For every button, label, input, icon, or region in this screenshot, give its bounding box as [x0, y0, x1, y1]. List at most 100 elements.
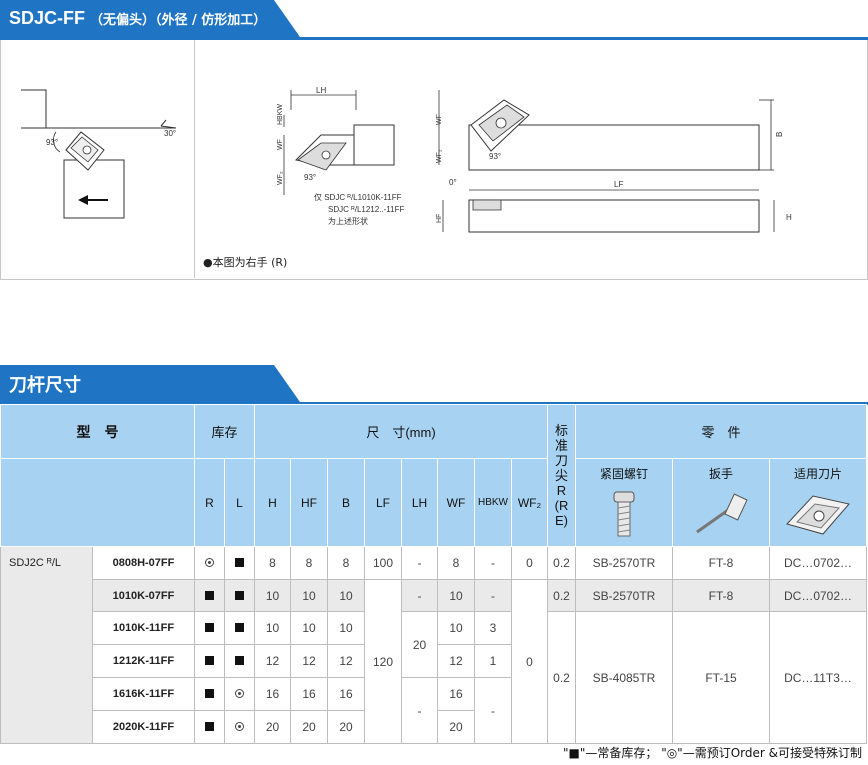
stock-square-icon	[235, 590, 244, 600]
wrench-merged: FT-15	[672, 611, 770, 744]
right-hand-note: ●本图为右手 (R)	[203, 256, 288, 269]
stock-square-icon	[205, 722, 214, 731]
re-1: 0.2	[547, 579, 576, 612]
sub-header-lf: LF	[364, 458, 402, 547]
sub-header-hf: HF	[290, 458, 328, 547]
hf-4: 16	[290, 677, 328, 711]
stock-square-icon	[205, 656, 214, 665]
model-0808h: 0808H-07FF	[92, 546, 195, 580]
hf-3: 12	[290, 644, 328, 678]
sub-header-b: B	[327, 458, 365, 547]
diagram-panel: 93° 30° LH HBKW WF WF₂ 93° 仅 SDJC ᴿ/L101…	[0, 40, 868, 280]
series-title: SDJC-FF	[9, 8, 85, 28]
insert-0: DC…0702…	[769, 546, 867, 580]
stock-l-0	[224, 546, 255, 580]
screw-header-cell: 紧固螺钉	[575, 458, 673, 547]
wrench-1: FT-8	[672, 579, 770, 612]
wrench-icon	[696, 493, 748, 534]
wf-label-right: WF	[436, 114, 443, 125]
caption-line-1: 仅 SDJC ᴿ/L1010K-11FF	[314, 192, 402, 202]
re-merged: 0.2	[547, 611, 576, 744]
hbkw-label: HBKW	[277, 104, 284, 125]
model-1010k-07: 1010K-07FF	[92, 579, 195, 612]
stock-legend-footer: "■"—常备库存； "◎"—需预订Order &可接受特殊订制	[563, 746, 862, 760]
section-rule-2	[0, 402, 868, 405]
h-label: H	[786, 213, 792, 222]
stock-l-5	[224, 710, 255, 744]
hf-0: 8	[290, 546, 328, 580]
lf-merged: 120	[364, 579, 402, 744]
order-circle-icon	[205, 558, 214, 567]
screw-1: SB-2570TR	[575, 579, 673, 612]
screw-icon	[613, 491, 635, 537]
lh-label: LH	[316, 86, 326, 95]
stock-header: 库存	[194, 404, 255, 459]
stock-r-0	[194, 546, 225, 580]
stock-square-icon	[235, 623, 244, 632]
dimensions-table: 型 号 库存 尺 寸(mm) 标准刀尖R(RE) 零 件 R L H HF B …	[0, 404, 867, 744]
screw-header: 紧固螺钉	[599, 467, 648, 481]
hf-label: HF	[436, 214, 443, 223]
b-3: 12	[327, 644, 365, 678]
panel-divider	[194, 40, 195, 278]
hf-5: 20	[290, 710, 328, 744]
toolholder-full-diagram: B WF WF₂ 93° LF 0° H HF	[436, 90, 792, 233]
angle-0-label: 0°	[449, 178, 457, 187]
wf2-merged: 0	[511, 579, 548, 744]
lf-0: 100	[364, 546, 402, 580]
order-circle-icon	[235, 689, 244, 698]
b-5: 20	[327, 710, 365, 744]
angle-30-label: 30°	[164, 129, 176, 138]
model-2020k-11: 2020K-11FF	[92, 710, 195, 744]
hbkw-1: -	[474, 579, 512, 612]
caption-line-3: 为上述形状	[328, 216, 368, 226]
hbkw-2: 3	[474, 611, 512, 645]
insert-merged: DC…11T3…	[769, 611, 867, 744]
wf-5: 20	[437, 710, 475, 744]
screw-merged: SB-4085TR	[575, 611, 673, 744]
stock-square-icon	[205, 689, 214, 698]
b-2: 10	[327, 611, 365, 645]
stock-r-1	[194, 579, 225, 612]
h-0: 8	[254, 546, 291, 580]
sub-header-r: R	[194, 458, 225, 547]
b-4: 16	[327, 677, 365, 711]
model-header: 型 号	[0, 404, 195, 459]
lh-1: -	[401, 579, 438, 612]
order-circle-icon	[235, 722, 244, 731]
stock-l-2	[224, 611, 255, 645]
b-1: 10	[327, 579, 365, 612]
insert-header: 适用刀片	[793, 467, 842, 481]
lh-0: -	[401, 546, 438, 580]
h-2: 10	[254, 611, 291, 645]
stock-l-4	[224, 677, 255, 711]
stock-square-icon	[235, 656, 244, 665]
wf2-label-mid: WF₂	[277, 171, 284, 185]
wrench-header-cell: 扳手	[672, 458, 770, 547]
model-1212k-11: 1212K-11FF	[92, 644, 195, 678]
b-0: 8	[327, 546, 365, 580]
stock-l-3	[224, 644, 255, 678]
h-4: 16	[254, 677, 291, 711]
screw-0: SB-2570TR	[575, 546, 673, 580]
machining-diagram: 93° 30°	[21, 89, 176, 219]
parts-header: 零 件	[575, 404, 867, 459]
model-1010k-11: 1010K-11FF	[92, 611, 195, 645]
section-tab-dimensions: 刀杆尺寸	[0, 365, 300, 402]
stock-r-3	[194, 644, 225, 678]
b-label: B	[775, 132, 784, 137]
std-radius-header-text: 标准刀尖R(RE)	[554, 423, 569, 528]
dimensions-title: 刀杆尺寸	[9, 374, 81, 395]
wf-1: 10	[437, 579, 475, 612]
stock-square-icon	[205, 590, 214, 600]
hbkw-0: -	[474, 546, 512, 580]
sub-header-l: L	[224, 458, 255, 547]
re-0: 0.2	[547, 546, 576, 580]
model-prefix: SDJ2C ᴿ/L	[0, 546, 93, 744]
wrench-header: 扳手	[708, 467, 733, 481]
h-5: 20	[254, 710, 291, 744]
section-tab-sdjc: SDJC-FF （无偏头）（外径 / 仿形加工）	[0, 0, 300, 37]
stock-r-2	[194, 611, 225, 645]
series-subtitle: （无偏头）（外径 / 仿形加工）	[90, 13, 267, 28]
model-1616k-11: 1616K-11FF	[92, 677, 195, 711]
